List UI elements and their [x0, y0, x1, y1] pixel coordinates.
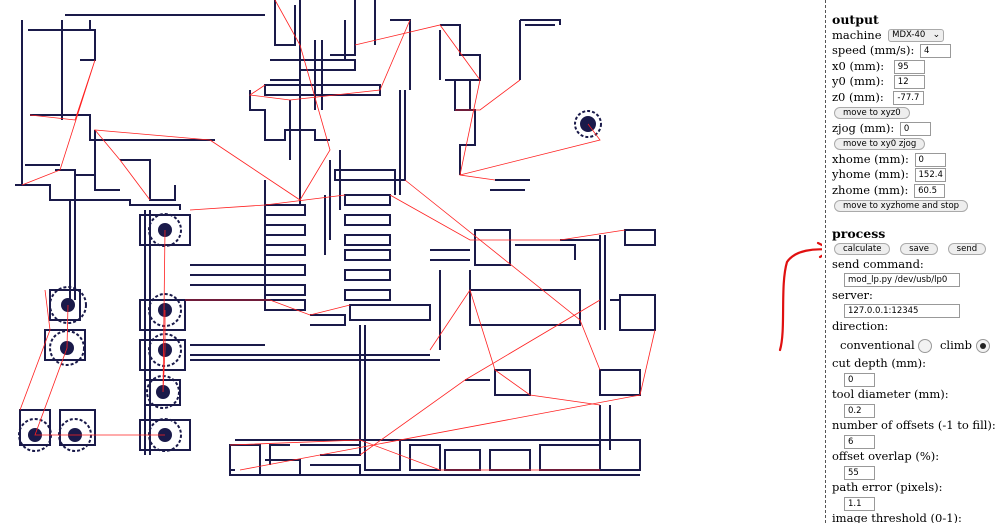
rapid-move-paths [19, 0, 656, 471]
x0-input[interactable]: 95 [893, 59, 925, 74]
move-to-xyz0-button[interactable]: move to xyz0 [834, 106, 910, 119]
server-label: server: [832, 287, 873, 302]
offsets-input[interactable]: 6 [844, 434, 875, 449]
machine-label: machine [832, 27, 882, 42]
machine-select[interactable]: MDX-40 ⌄ [888, 29, 945, 42]
offsets-label: number of offsets (-1 to fill): [832, 418, 996, 432]
output-section-title: output [832, 12, 879, 27]
conventional-radio[interactable] [918, 339, 933, 353]
toolpath-preview [15, 0, 835, 476]
y0-row: y0 (mm): 12 [832, 74, 998, 90]
zhome-label: zhome (mm): [832, 182, 909, 197]
process-section-title: process [832, 225, 886, 241]
xhome-input[interactable]: 0 [914, 152, 946, 167]
path-error-input-row: 1.1 [832, 496, 998, 512]
move-to-xyzhome-button[interactable]: move to xyzhome and stop [834, 199, 969, 212]
tool-diameter-label-row: tool diameter (mm): [832, 387, 998, 403]
threshold-label-row: image threshold (0-1): [832, 511, 998, 523]
calculate-button[interactable]: calculate [834, 242, 891, 255]
tool-diameter-input[interactable]: 0.2 [844, 403, 875, 418]
direction-label-row: direction: [832, 319, 998, 335]
settings-panel: output machine MDX-40 ⌄ speed (mm/s): 4 … [832, 12, 998, 523]
save-button[interactable]: save [900, 242, 938, 255]
speed-row: speed (mm/s): 4 [832, 43, 998, 59]
y0-input[interactable]: 12 [893, 75, 925, 89]
x0-row: x0 (mm): 95 [832, 59, 998, 75]
cut-depth-label: cut depth (mm): [832, 356, 926, 370]
xhome-row: xhome (mm): 0 [832, 152, 998, 168]
offsets-input-row: 6 [832, 434, 998, 450]
yhome-row: yhome (mm): 152.4 [832, 167, 998, 183]
y0-label: y0 (mm): [832, 74, 885, 88]
x0-label: x0 (mm): [832, 58, 885, 73]
send-command-input[interactable]: mod_lp.py /dev/usb/lp0 [844, 273, 960, 287]
threshold-label: image threshold (0-1): [832, 511, 962, 523]
send-command-label: send command: [832, 256, 924, 271]
tool-diameter-label: tool diameter (mm): [832, 387, 949, 401]
server-label-row: server: [832, 288, 998, 304]
direction-options-row: conventional climb [832, 334, 998, 356]
toolpath-traces [15, 0, 656, 476]
move-home-row: move to xyzhome and stop [832, 198, 998, 214]
annotation-arrow [778, 241, 835, 352]
cut-depth-label-row: cut depth (mm): [832, 356, 998, 372]
chevron-down-icon: ⌄ [932, 30, 941, 40]
zjog-input[interactable]: 0 [899, 121, 931, 136]
speed-input[interactable]: 4 [919, 44, 951, 58]
offsets-label-row: number of offsets (-1 to fill): [832, 418, 998, 434]
speed-label: speed (mm/s): [832, 43, 915, 57]
send-command-label-row: send command: [832, 257, 998, 273]
climb-label: climb [939, 338, 973, 352]
send-command-input-row: mod_lp.py /dev/usb/lp0 [832, 272, 998, 288]
zhome-row: zhome (mm): 60.5 [832, 183, 998, 199]
path-error-input[interactable]: 1.1 [844, 496, 875, 511]
z0-label: z0 (mm): [832, 89, 884, 104]
conventional-label: conventional [840, 338, 915, 352]
process-buttons-row: calculate save send [832, 241, 998, 257]
server-input[interactable]: 127.0.0.1:12345 [844, 304, 960, 318]
climb-radio[interactable] [975, 339, 990, 353]
path-error-label: path error (pixels): [832, 480, 943, 494]
machine-row: machine MDX-40 ⌄ [832, 28, 998, 44]
path-error-label-row: path error (pixels): [832, 480, 998, 496]
direction-label: direction: [832, 318, 889, 333]
panel-divider [825, 0, 826, 523]
machine-select-value: MDX-40 [892, 30, 926, 40]
send-button[interactable]: send [947, 242, 987, 255]
move-xy0-zjog-row: move to xy0 zjog [832, 136, 998, 152]
cut-depth-input-row: 0 [832, 372, 998, 388]
move-to-xy0-zjog-button[interactable]: move to xy0 zjog [834, 137, 926, 150]
pad-rings [18, 110, 602, 452]
zjog-row: zjog (mm): 0 [832, 121, 998, 137]
yhome-label: yhome (mm): [832, 167, 909, 181]
z0-input[interactable]: -77.7 [893, 90, 925, 105]
zjog-label: zjog (mm): [832, 120, 895, 135]
xhome-label: xhome (mm): [832, 151, 909, 166]
drill-pads [28, 116, 596, 442]
z0-row: z0 (mm): -77.7 [832, 90, 998, 106]
overlap-input-row: 55 [832, 465, 998, 481]
toolpath-drawing [15, 0, 835, 476]
cut-depth-input[interactable]: 0 [844, 372, 875, 387]
overlap-label-row: offset overlap (%): [832, 449, 998, 465]
yhome-input[interactable]: 152.4 [914, 168, 946, 182]
tool-diameter-input-row: 0.2 [832, 403, 998, 419]
move-xyz0-row: move to xyz0 [832, 105, 998, 121]
zhome-input[interactable]: 60.5 [914, 183, 946, 198]
server-input-row: 127.0.0.1:12345 [832, 303, 998, 319]
overlap-input[interactable]: 55 [844, 465, 875, 480]
overlap-label: offset overlap (%): [832, 449, 940, 463]
